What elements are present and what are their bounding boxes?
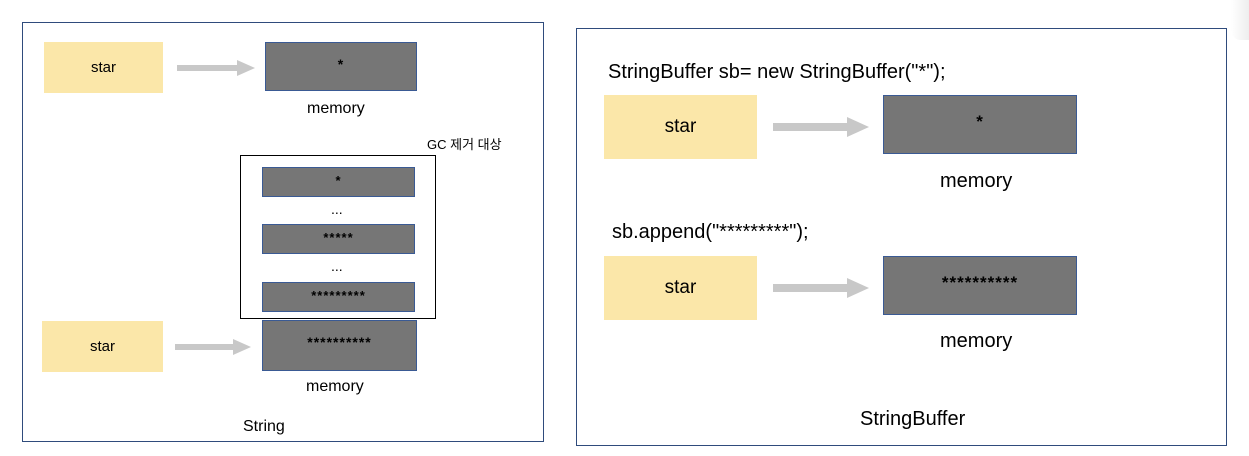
arrow-icon — [773, 278, 869, 298]
string-var-star-2: star — [42, 321, 163, 372]
gc-memory-1: * — [262, 167, 415, 197]
gc-item-1: * — [335, 172, 342, 188]
arrow-icon — [773, 117, 869, 137]
arrow-icon — [177, 60, 255, 76]
var-label: star — [89, 338, 115, 355]
memory-label-2: memory — [306, 378, 364, 395]
gc-item-3: ********* — [311, 287, 366, 303]
stringbuffer-caption: StringBuffer — [860, 408, 966, 430]
string-var-star-1: star — [44, 42, 163, 93]
memory-label-3: memory — [940, 170, 1013, 192]
gc-ellipsis-1: ... — [331, 201, 343, 217]
string-memory-1: * — [265, 42, 417, 91]
gc-label: GC 제거 대상 — [427, 137, 502, 152]
var-label: star — [664, 116, 697, 137]
corner-shadow — [1231, 0, 1249, 40]
string-caption: String — [243, 418, 285, 435]
gc-memory-3: ********* — [262, 282, 415, 312]
stringbuffer-memory-2: ********** — [883, 256, 1077, 315]
gc-memory-2: ***** — [262, 224, 415, 254]
memory-value: ********** — [307, 334, 372, 350]
arrow-icon — [175, 339, 251, 355]
var-label: star — [90, 59, 116, 76]
memory-value: * — [976, 112, 984, 131]
var-label: star — [664, 277, 697, 298]
string-memory-2: ********** — [262, 320, 417, 371]
stringbuffer-memory-1: * — [883, 95, 1077, 154]
code-line-2: sb.append("*********"); — [612, 221, 809, 243]
memory-label-4: memory — [940, 330, 1013, 352]
memory-label-1: memory — [307, 100, 365, 117]
memory-value: ********** — [941, 273, 1019, 292]
stringbuffer-var-star-1: star — [604, 95, 757, 159]
stringbuffer-var-star-2: star — [604, 256, 757, 320]
gc-ellipsis-2: ... — [331, 258, 343, 274]
gc-target-box — [240, 155, 436, 319]
code-line-1: StringBuffer sb= new StringBuffer("*"); — [608, 61, 946, 83]
memory-value: * — [337, 56, 345, 72]
gc-item-2: ***** — [323, 229, 354, 245]
